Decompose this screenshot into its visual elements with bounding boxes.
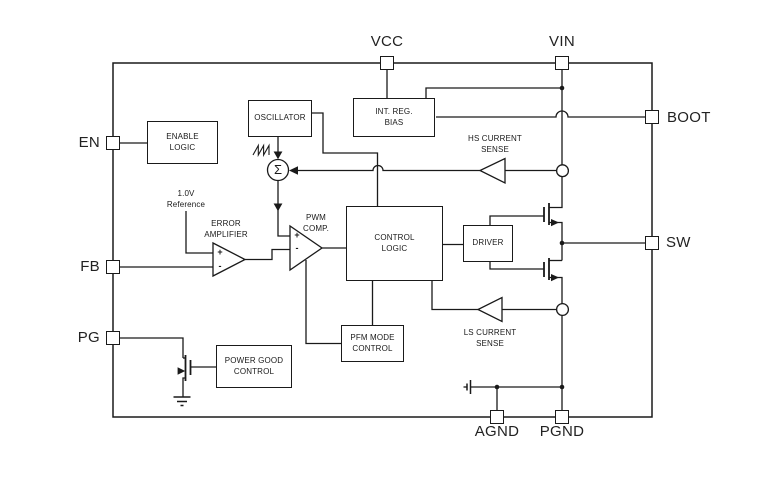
pwm-comparator-symbol <box>289 224 324 272</box>
pin-square-pgnd <box>555 410 569 424</box>
pin-label-fb: FB <box>80 258 100 275</box>
arrow-sigma-to-pwm <box>273 203 283 212</box>
wire-osc-to-controllogic <box>312 112 379 206</box>
pin-label-sw: SW <box>666 234 691 251</box>
pin-label-vcc: VCC <box>370 33 404 50</box>
pin-label-en: EN <box>78 134 100 151</box>
block-driver: DRIVER <box>463 225 513 262</box>
block-pfm-mode-control: PFM MODE CONTROL <box>341 325 404 362</box>
pin-label-pg: PG <box>77 329 100 346</box>
wire-lsfet-source <box>549 276 563 304</box>
error-amplifier-symbol <box>212 241 247 278</box>
block-oscillator: OSCILLATOR <box>248 100 312 137</box>
wire-lssense-to-controllogic <box>431 281 480 311</box>
pin-square-vin <box>555 56 569 70</box>
label-ls-current-sense: LS CURRENT SENSE <box>463 328 517 348</box>
label-voltage-reference: 1.0V Reference <box>166 189 206 209</box>
error-amp-plus: + <box>217 247 223 257</box>
wire-driver-to-hsgate <box>489 215 544 225</box>
wire-pwm-to-pfm <box>305 260 341 345</box>
sawtooth-icon <box>252 143 270 158</box>
block-control-logic: CONTROL LOGIC <box>346 206 443 281</box>
pin-label-boot: BOOT <box>667 109 711 126</box>
junction-dot-sw-node <box>559 240 565 246</box>
label-pwm-comparator: PWM COMP. <box>303 213 329 233</box>
pin-square-fb <box>106 260 120 274</box>
block-power-good-control: POWER GOOD CONTROL <box>216 345 292 388</box>
pin-square-agnd <box>490 410 504 424</box>
substrate-ground-icon <box>466 380 472 394</box>
wire-vref <box>185 211 213 254</box>
pwm-comp-plus: + <box>294 230 300 240</box>
wire-hssense-to-sigma <box>298 164 480 172</box>
pin-square-vcc <box>380 56 394 70</box>
label-error-amplifier: ERROR AMPLIFIER <box>204 219 248 239</box>
junction-dot-pgnd <box>559 384 565 390</box>
ls-current-sense-symbol <box>476 296 503 323</box>
wire-vin-to-bias <box>425 87 562 98</box>
ground-icon <box>173 396 191 407</box>
ls-mosfet-arrow <box>551 274 559 282</box>
block-int-reg-bias: INT. REG. BIAS <box>353 98 435 137</box>
wire-hsfet-drain <box>549 176 563 209</box>
pin-square-pg <box>106 331 120 345</box>
pin-square-boot <box>645 110 659 124</box>
pg-mosfet-arrow <box>177 367 186 375</box>
junction-dot-agnd <box>494 384 500 390</box>
pin-square-sw <box>645 236 659 250</box>
arrow-osc-to-sigma <box>273 151 283 160</box>
block-enable-logic: ENABLE LOGIC <box>147 121 218 164</box>
pin-label-vin: VIN <box>549 33 575 50</box>
wire-erroramp-out <box>245 248 290 261</box>
junction-dot-vin-bias <box>559 85 565 91</box>
summing-node-circle <box>266 158 290 182</box>
wire-sigma-to-pwm <box>277 180 290 237</box>
pin-label-pgnd: PGND <box>539 423 585 440</box>
wire-hsfet-source-swnode <box>549 221 563 261</box>
summing-node-sigma: Σ <box>273 162 283 177</box>
label-hs-current-sense: HS CURRENT SENSE <box>468 134 522 154</box>
pwm-comp-minus: - <box>295 243 299 253</box>
arrow-into-sigma-right <box>289 166 298 175</box>
wire-driver-to-lsgate <box>489 262 544 270</box>
pin-label-agnd: AGND <box>474 423 520 440</box>
wire-bias-to-boot <box>436 110 645 118</box>
hs-current-sense-symbol <box>478 157 506 185</box>
error-amp-minus: - <box>218 261 222 271</box>
wire-pg <box>120 337 184 358</box>
pin-square-en <box>106 136 120 150</box>
hs-mosfet-arrow <box>551 219 559 227</box>
ls-sense-tap-circle <box>555 302 570 317</box>
hs-sense-tap-circle <box>555 164 570 178</box>
